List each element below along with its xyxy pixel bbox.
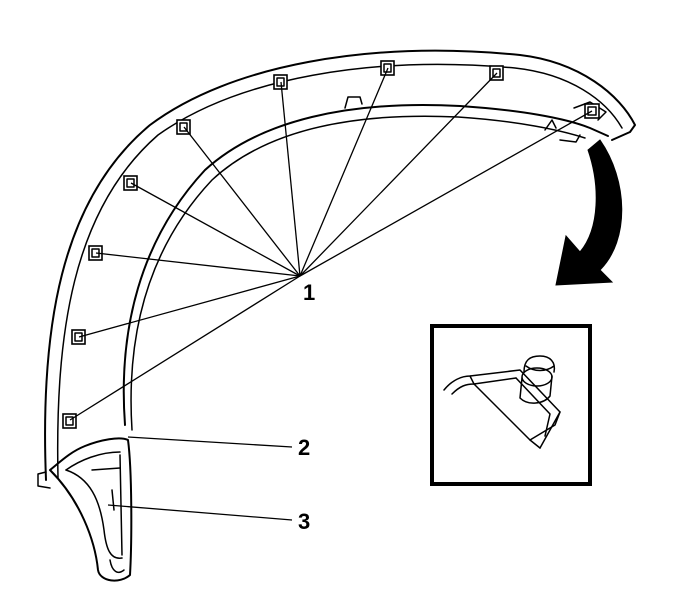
fastener-clips [62,60,600,429]
callout-2-leader [127,436,293,448]
wheel-opening-flare [37,49,636,489]
clip-icon [71,329,86,345]
callout-label-3: 3 [298,509,310,534]
callout-1-leaders [69,67,593,421]
clip-icon [176,119,191,135]
clip-icon [380,60,395,76]
clip-icon [273,74,288,90]
rocker-molding-end [49,437,133,582]
callout-3-leader [107,504,293,521]
clip-icon [123,175,138,191]
clip-icon [62,413,77,429]
clip-detail-inset [430,324,592,486]
detail-arrow-icon [555,139,623,286]
callout-label-2: 2 [298,435,310,460]
callout-label-1: 1 [303,280,315,305]
